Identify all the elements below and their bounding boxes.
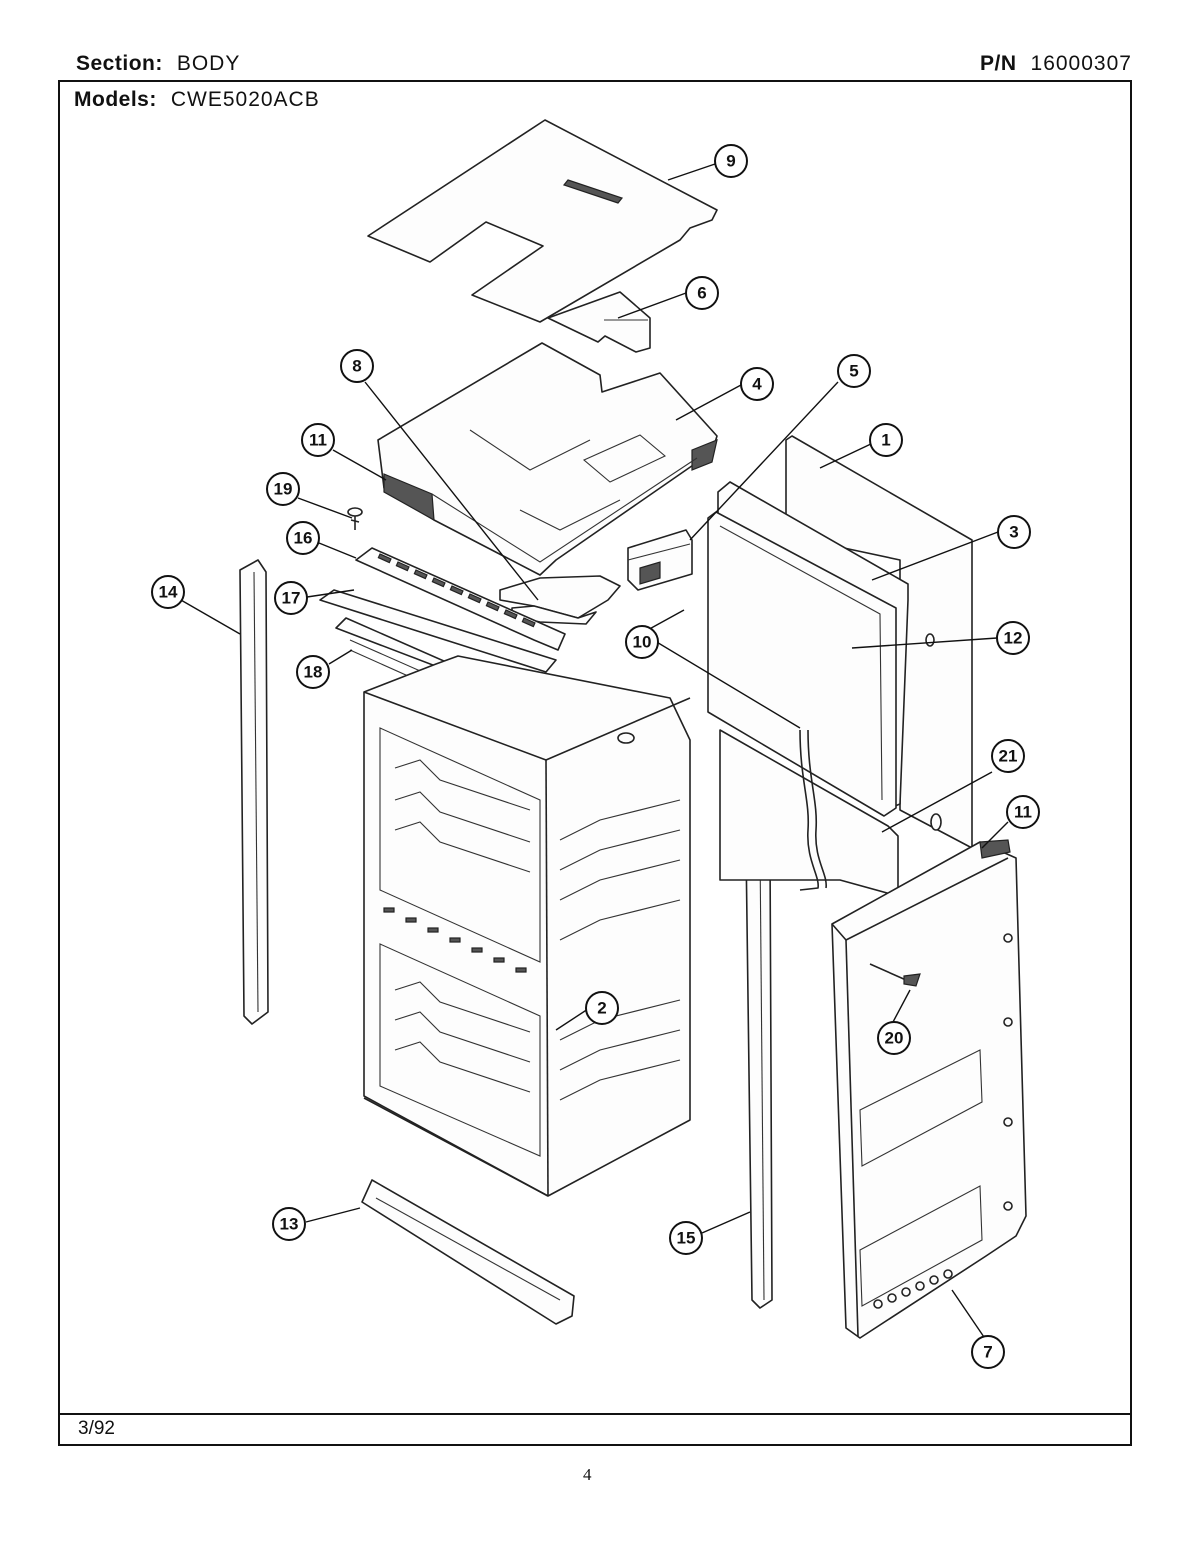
callout-11-top: 11 [301, 423, 335, 457]
callout-21: 21 [991, 739, 1025, 773]
callout-label: 10 [633, 633, 652, 652]
callout-12: 12 [996, 621, 1030, 655]
callout-label: 1 [881, 431, 890, 450]
page-number: 4 [583, 1465, 592, 1484]
callout-6: 6 [685, 276, 719, 310]
callout-label: 13 [280, 1215, 299, 1234]
footer-divider [58, 1413, 1132, 1415]
callout-18: 18 [296, 655, 330, 689]
callout-label: 12 [1004, 629, 1023, 648]
part-screw-19 [347, 507, 363, 530]
pn-value: 16000307 [1030, 52, 1132, 75]
callout-3: 3 [997, 515, 1031, 549]
part-top-wrap [377, 342, 718, 576]
callout-10: 10 [625, 625, 659, 659]
callout-17: 17 [274, 581, 308, 615]
side-panel-holes [873, 933, 1013, 1309]
callout-4: 4 [740, 367, 774, 401]
callout-20: 20 [877, 1021, 911, 1055]
callout-11-side: 11 [1006, 795, 1040, 829]
callout-label: 6 [697, 284, 706, 303]
callout-label: 5 [849, 362, 858, 381]
callout-13: 13 [272, 1207, 306, 1241]
callout-label: 18 [304, 663, 323, 682]
callout-5: 5 [837, 354, 871, 388]
section-heading: Section: BODY [76, 52, 240, 76]
part-screw-20 [869, 963, 921, 987]
part-side-panel [831, 839, 1027, 1339]
callout-1: 1 [869, 423, 903, 457]
section-value: BODY [176, 52, 241, 75]
part-bottom-rail [361, 1179, 575, 1325]
part-left-trim [239, 559, 269, 1025]
callout-7: 7 [971, 1335, 1005, 1369]
callout-label: 2 [597, 999, 606, 1018]
divider-slots [383, 907, 527, 973]
callout-19: 19 [266, 472, 300, 506]
callout-label: 9 [726, 152, 735, 171]
diagram-frame [58, 80, 1132, 1446]
part-top-panel [367, 119, 718, 323]
part-terminal-block [627, 529, 693, 591]
models-heading: Models: CWE5020ACB [74, 88, 320, 112]
part-bracket [547, 291, 651, 353]
revision-date: 3/92 [78, 1418, 115, 1439]
vent-slots [377, 553, 536, 628]
callout-label: 3 [1009, 523, 1018, 542]
callout-label: 4 [752, 375, 762, 394]
callout-8: 8 [340, 349, 374, 383]
part-number: P/N 16000307 [980, 52, 1132, 76]
callout-label: 15 [677, 1229, 696, 1248]
callout-label: 11 [309, 431, 327, 450]
models-value: CWE5020ACB [170, 88, 320, 111]
callout-15: 15 [669, 1221, 703, 1255]
callout-label: 8 [352, 357, 361, 376]
oven-body [363, 655, 691, 1197]
part-side-insulation [707, 481, 935, 817]
callout-label: 16 [294, 529, 313, 548]
callout-14: 14 [151, 575, 185, 609]
pn-label: P/N [980, 52, 1017, 75]
leader-lines [166, 163, 1009, 1341]
callout-label: 14 [159, 583, 178, 602]
callout-label: 17 [282, 589, 301, 608]
callout-label: 7 [983, 1343, 992, 1362]
callout-label: 19 [274, 480, 293, 499]
callout-9: 9 [714, 144, 748, 178]
callout-label: 11 [1014, 803, 1032, 822]
callout-16: 16 [286, 521, 320, 555]
rack-supports [394, 759, 681, 1101]
callout-label: 21 [999, 747, 1018, 766]
part-right-trim [745, 835, 773, 1309]
callout-2: 2 [585, 991, 619, 1025]
section-label: Section: [76, 52, 163, 75]
callout-label: 20 [885, 1029, 904, 1048]
models-label: Models: [74, 88, 157, 111]
